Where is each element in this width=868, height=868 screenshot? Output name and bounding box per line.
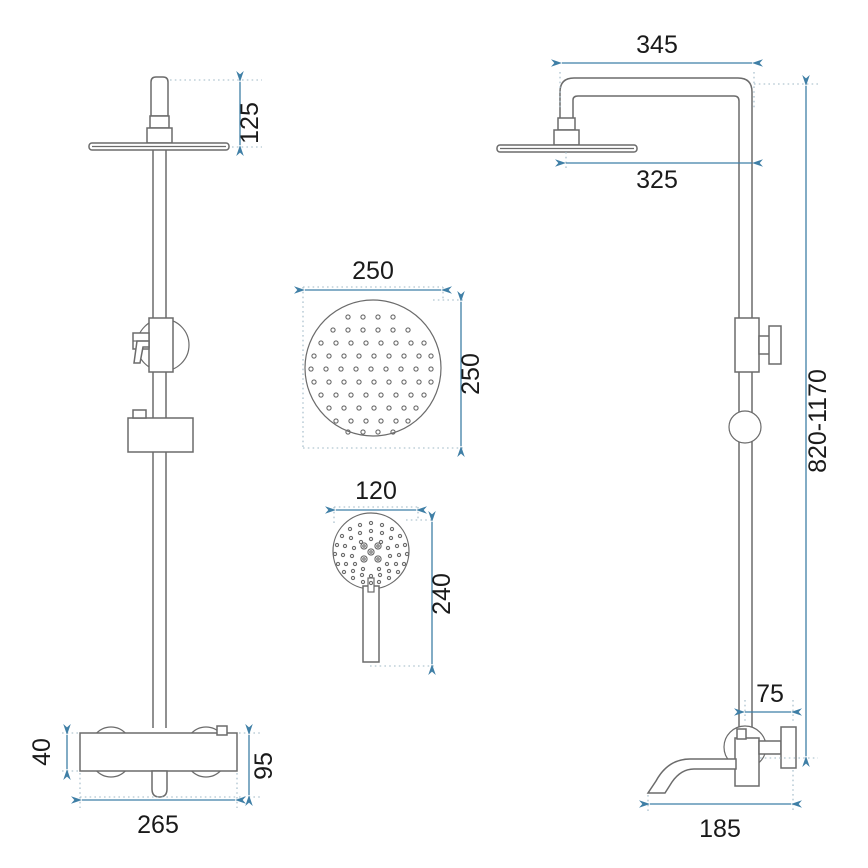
curved-shower-arm: [553, 77, 753, 300]
hand-shower-nozzles: [332, 520, 410, 586]
rain-head-inlet-stub: [146, 76, 173, 144]
dim-front-mixer-width: 265: [137, 811, 179, 839]
dim-side-valve-offset: 75: [756, 680, 784, 708]
bath-spout-assembly: [646, 725, 797, 794]
riser-rail-side: [738, 300, 753, 738]
riser-rail: [152, 150, 167, 728]
dim-side-arm-head: 325: [636, 166, 678, 194]
dim-side-arm-total: 345: [636, 31, 678, 59]
rain-shower-head: [88, 142, 230, 151]
handset-holder-bracket: [127, 409, 194, 453]
rain-shower-head-side: [496, 144, 638, 153]
ring-clamp: [728, 410, 762, 444]
side-elevation-view: [496, 77, 797, 794]
side-view-dimensions: 345 325 820-1170 75 185: [550, 31, 832, 843]
diverter-knob: [132, 317, 190, 373]
dim-hand-shower-width: 120: [355, 477, 397, 505]
slider-bracket: [734, 317, 782, 373]
spout-outlet: [646, 758, 737, 794]
hand-shower-detail: 120 240: [324, 477, 456, 676]
thermostatic-mixer-body: [79, 725, 238, 798]
dim-side-overall-height: 820-1170: [804, 369, 832, 473]
dim-rain-head-height: 250: [457, 353, 485, 395]
dim-front-mixer-depth: 95: [250, 752, 278, 780]
dim-front-mixer-height: 40: [28, 738, 56, 766]
rain-head-nozzle-grid: [308, 314, 434, 435]
front-view-dimensions: 125 40 95 265: [28, 70, 278, 839]
dim-hand-shower-height: 240: [428, 573, 456, 615]
dim-rain-head-width: 250: [352, 257, 394, 285]
hand-shower-handle: [362, 585, 380, 663]
rain-shower-head-detail: 250 250: [293, 257, 485, 458]
front-elevation-view: [79, 76, 238, 798]
dim-side-spout-reach: 185: [699, 815, 741, 843]
dim-front-top-riser: 125: [236, 102, 264, 144]
